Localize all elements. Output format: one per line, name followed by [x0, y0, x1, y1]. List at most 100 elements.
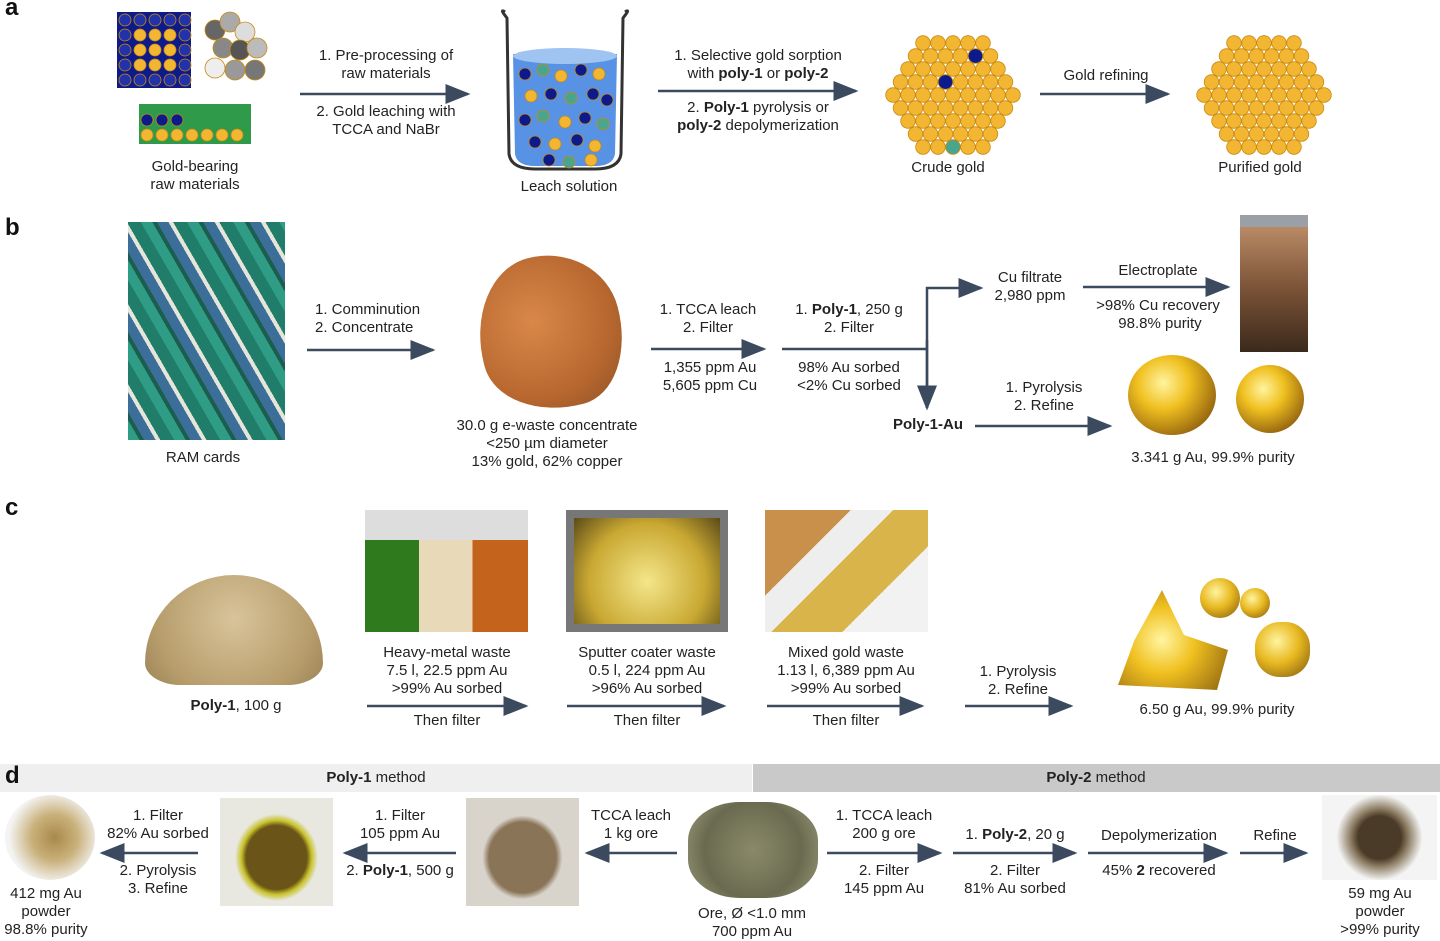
- crude-gold-label: Crude gold: [911, 159, 985, 176]
- raw-particle: [215, 128, 229, 142]
- waste-label: Mixed gold waste: [788, 644, 904, 661]
- gold-atom: [975, 113, 991, 129]
- gold-atom: [997, 100, 1014, 116]
- raw-particle: [148, 28, 162, 42]
- raw-particle: [230, 128, 244, 142]
- result-label: 98.8% purity: [4, 921, 88, 938]
- leach-particle: [600, 93, 614, 107]
- leach-particle: [592, 67, 606, 81]
- gold-atom: [885, 87, 901, 103]
- crude-gold-icon: [885, 35, 1021, 155]
- gold-refining-label: Gold refining: [1063, 67, 1149, 84]
- leach-particle: [544, 87, 558, 101]
- step-label: 2. Concentrate: [315, 319, 414, 336]
- leach-solution-label: Leach solution: [520, 178, 618, 195]
- step-label: 1,355 ppm Au: [663, 359, 757, 376]
- step-label: 2. Filter: [682, 319, 734, 336]
- gold-atom: [1203, 74, 1220, 90]
- raw-particle: [133, 28, 147, 42]
- panel-label-b: b: [5, 214, 20, 241]
- sputter-coater-photo: [566, 510, 728, 632]
- gold-atom: [1203, 100, 1220, 116]
- ram-cards-photo: [128, 222, 285, 440]
- step-label: 1. Poly-1, 250 g: [795, 301, 903, 318]
- ore-label: 700 ppm Au: [711, 923, 793, 940]
- gold-atom: [945, 61, 961, 77]
- ore-leach-photo: [466, 798, 579, 906]
- waste-label: >99% Au sorbed: [391, 680, 503, 697]
- raw-particle: [133, 43, 147, 57]
- step-label: Depolymerization: [1101, 827, 1217, 844]
- raw-particle: [219, 11, 241, 33]
- gold-atom: [960, 113, 976, 129]
- poly1-method-bar: [0, 764, 752, 792]
- mixed-gold-waste-photo: [765, 510, 928, 632]
- result-label: powder: [1355, 903, 1405, 920]
- gold-atom: [937, 74, 954, 90]
- ram-cards-label: RAM cards: [165, 449, 241, 466]
- poly2-method-title: Poly-2 method: [1046, 769, 1146, 786]
- leach-particle: [564, 91, 578, 105]
- gold-atom: [1211, 61, 1227, 77]
- step-label: 2. Gold leaching with: [316, 103, 456, 120]
- raw-particle: [178, 13, 192, 27]
- gold-atom: [1308, 74, 1325, 90]
- leach-particle: [586, 87, 600, 101]
- leach-particle: [536, 63, 550, 77]
- raw-particle: [163, 73, 177, 87]
- step-label: 1. TCCA leach: [835, 807, 933, 824]
- step-label: <2% Cu sorbed: [797, 377, 901, 394]
- gold-atom: [990, 61, 1006, 77]
- step-label: 1. Pyrolysis: [979, 663, 1057, 680]
- step-label: 1 kg ore: [603, 825, 659, 842]
- au-powder-photo-left: [5, 795, 95, 880]
- gold-bead-photo: [1200, 578, 1240, 618]
- raw-particle: [133, 13, 147, 27]
- step-label: 45% 2 recovered: [1102, 862, 1216, 879]
- gold-atom: [915, 35, 931, 51]
- concentrate-label: 13% gold, 62% copper: [471, 453, 623, 470]
- waste-label: Sputter coater waste: [578, 644, 716, 661]
- step-label: raw materials: [341, 65, 431, 82]
- waste-label: Heavy-metal waste: [383, 644, 511, 661]
- gold-atom: [922, 100, 939, 116]
- gold-atom: [1211, 87, 1227, 103]
- gold-atom: [892, 74, 909, 90]
- step-label: 1. Poly-2, 20 g: [965, 826, 1065, 843]
- then-filter-label: Then filter: [413, 712, 481, 729]
- raw-particle: [163, 43, 177, 57]
- gold-atom: [967, 74, 984, 90]
- step-label: 1. TCCA leach: [659, 301, 757, 318]
- gold-atom: [1211, 113, 1227, 129]
- gold-atom: [900, 61, 916, 77]
- gold-atom: [937, 126, 954, 142]
- poly1-method-title: Poly-1 method: [326, 769, 426, 786]
- raw-particle: [200, 128, 214, 142]
- raw-label-2: raw materials: [150, 176, 240, 193]
- gold-atom: [975, 139, 991, 155]
- raw-particle: [246, 37, 268, 59]
- gold-atom: [937, 100, 954, 116]
- gold-atom: [945, 35, 961, 51]
- leach-particle: [528, 135, 542, 149]
- raw-particle: [163, 13, 177, 27]
- au-powder-photo-right: [1322, 795, 1437, 880]
- step-label: TCCA leach: [590, 807, 672, 824]
- gold-atom: [922, 126, 939, 142]
- leach-particle: [562, 155, 576, 169]
- raw-particle: [118, 28, 132, 42]
- leach-particle: [574, 63, 588, 77]
- raw-particle: [140, 128, 154, 142]
- raw-particle: [170, 113, 184, 127]
- leach-particle: [570, 133, 584, 147]
- leach-particle: [584, 153, 598, 167]
- gold-atom: [945, 139, 961, 155]
- poly-1-au-label: Poly-1-Au: [892, 416, 964, 433]
- gold-atom: [915, 61, 931, 77]
- raw-particle: [185, 128, 199, 142]
- gold-atom: [915, 87, 931, 103]
- gold-atom: [907, 74, 924, 90]
- poly2-method-bar: [753, 764, 1440, 792]
- gold-atom: [922, 74, 939, 90]
- cu-filtrate-label: 2,980 ppm: [994, 287, 1066, 304]
